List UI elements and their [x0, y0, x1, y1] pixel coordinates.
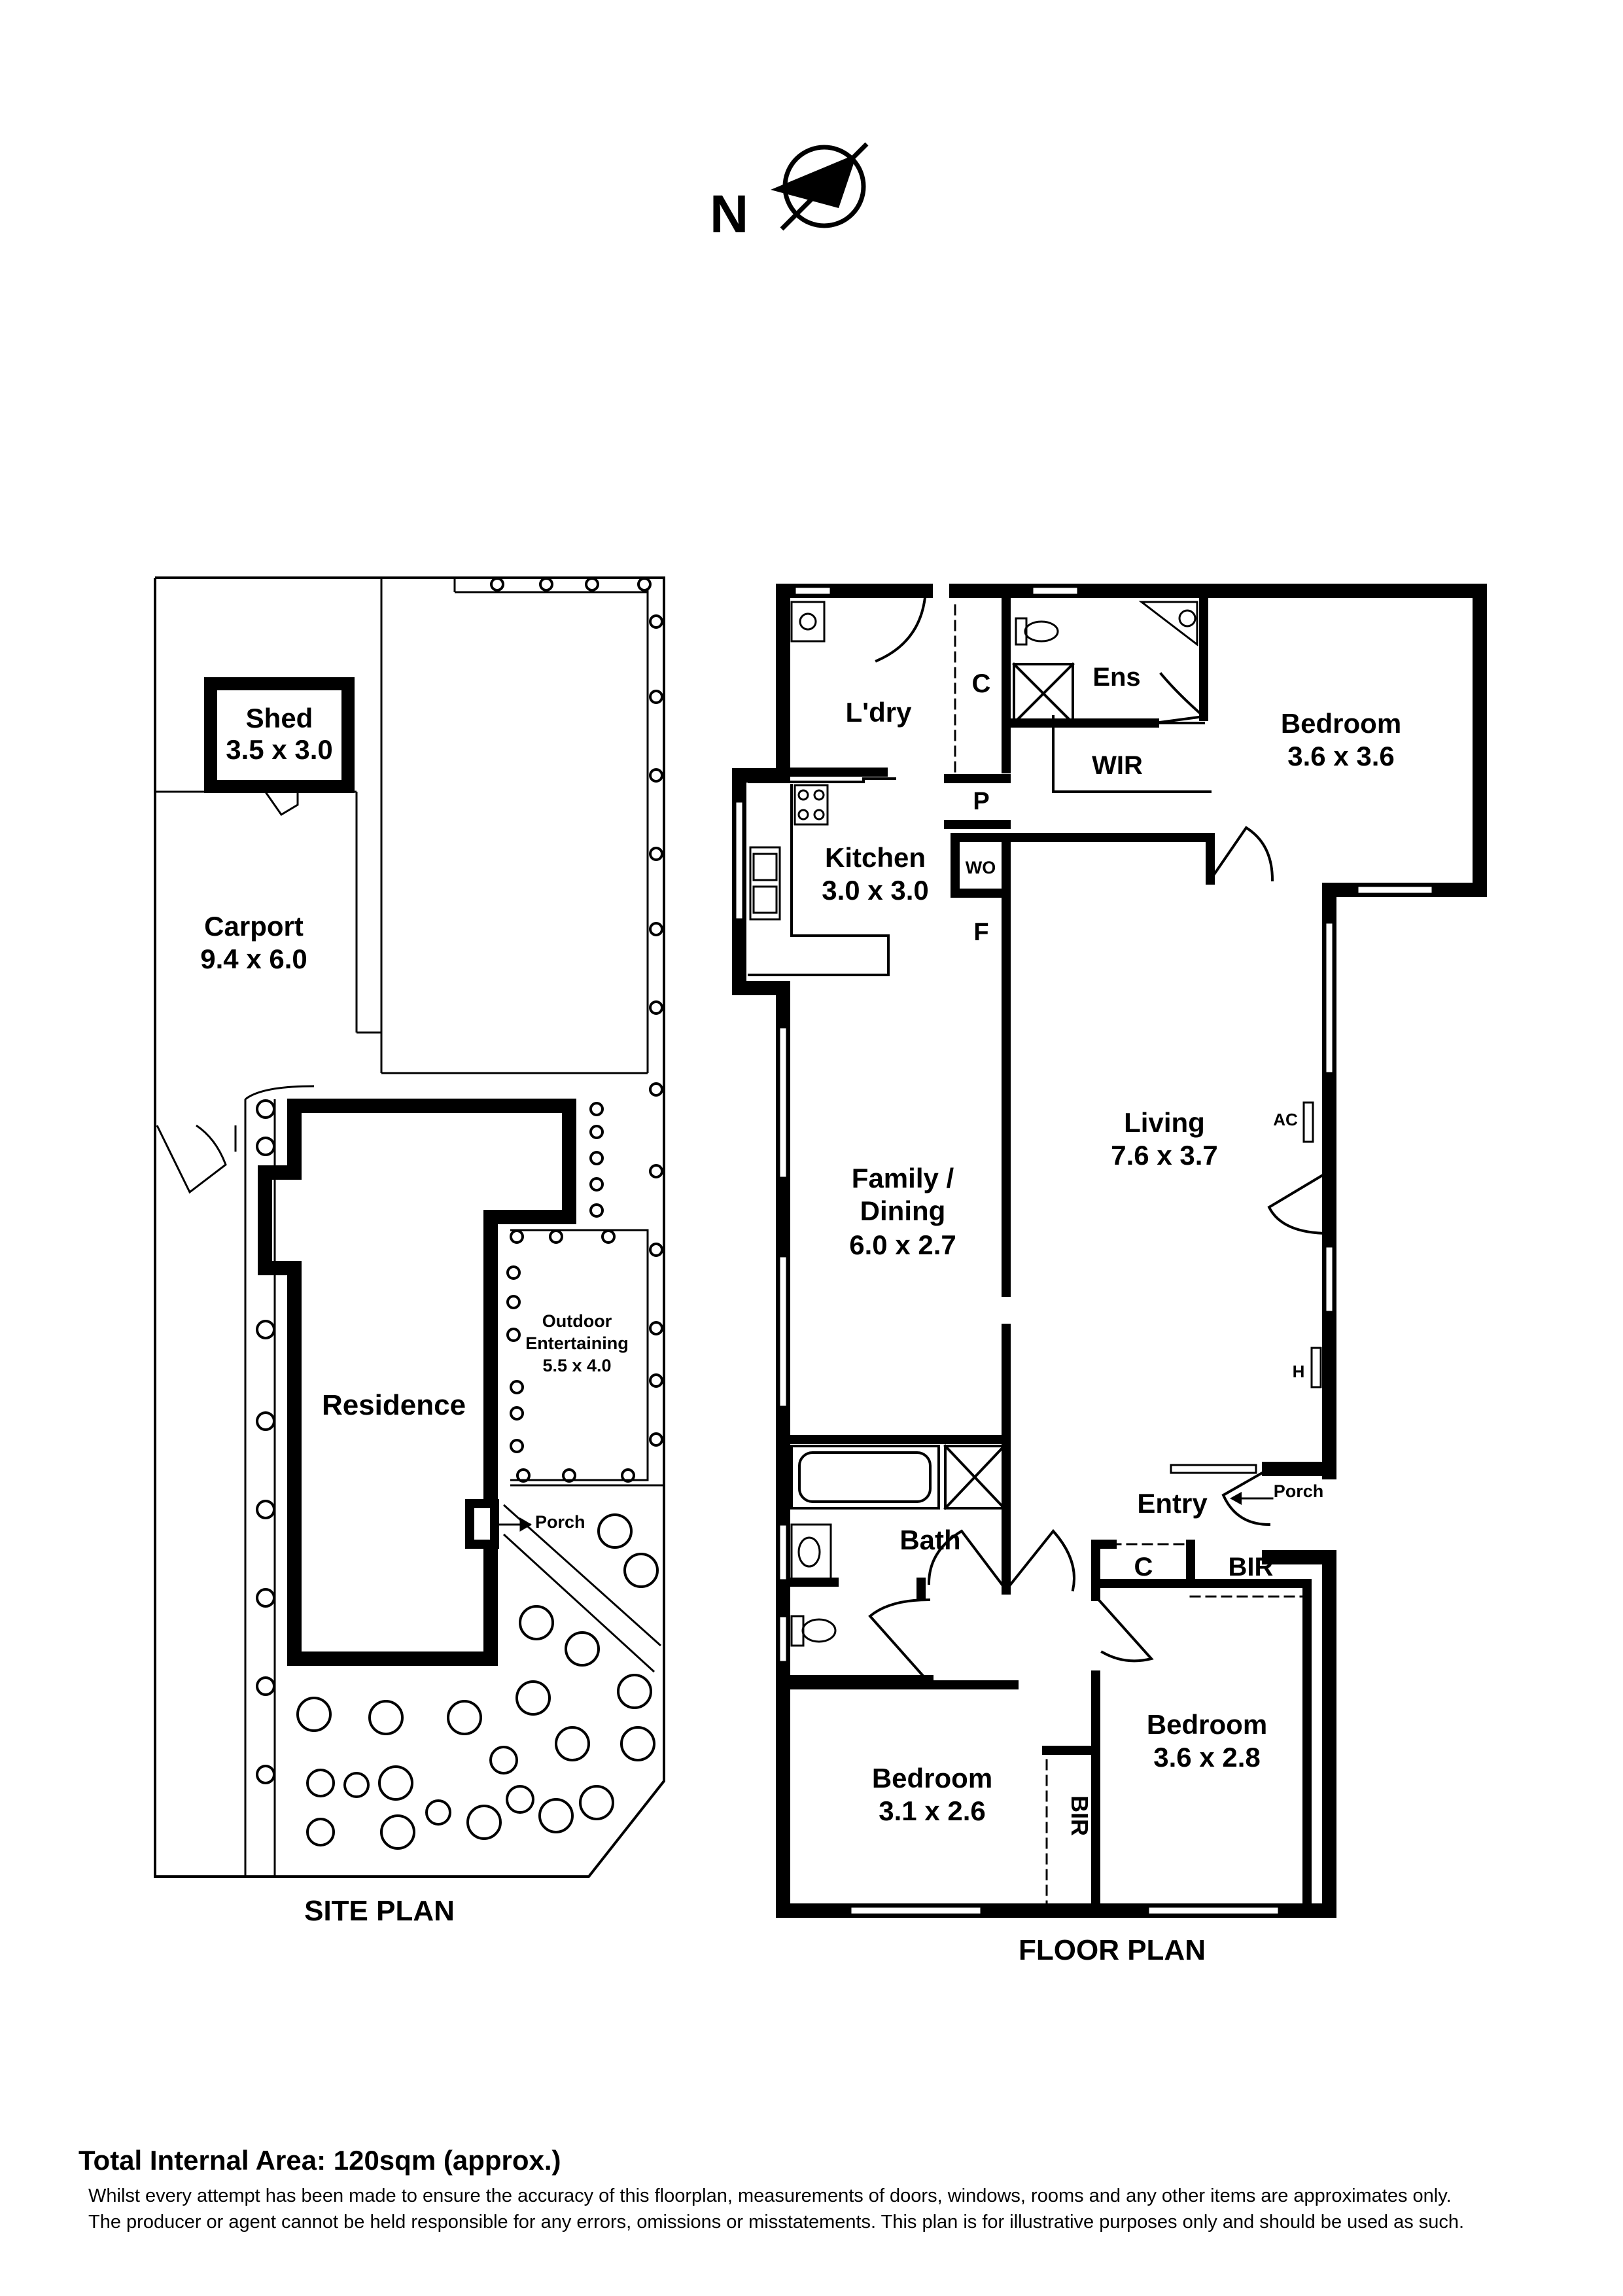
ensuite-toilet-icon: [1015, 617, 1059, 646]
north-arrow-icon: [771, 154, 857, 208]
kitchen-sink-icon: [749, 846, 781, 921]
bath-toilet-icon: [790, 1615, 837, 1647]
wir-label: WIR: [1092, 751, 1143, 780]
family-dining-label-2: Dining: [860, 1195, 946, 1226]
carport-dims: 9.4 x 6.0: [200, 944, 307, 974]
bedroom-2-label: Bedroom: [1147, 1709, 1267, 1740]
floor-plan: [732, 584, 1487, 1918]
ensuite-shower-icon: [1012, 662, 1075, 725]
air-con-icon: [1302, 1101, 1314, 1143]
bathtub-icon: [790, 1445, 940, 1510]
total-area: Total Internal Area: 120sqm (approx.): [79, 2145, 561, 2176]
ensuite-label: Ens: [1092, 663, 1140, 692]
residence-outline: [258, 1099, 576, 1666]
linen-cupboard-label: C: [1134, 1553, 1153, 1581]
main-bedroom-label: Bedroom: [1281, 708, 1401, 739]
outdoor-label-2: Entertaining: [525, 1333, 629, 1353]
site-plan: [154, 576, 665, 1878]
floor-plan-title: FLOOR PLAN: [1019, 1934, 1206, 1966]
bath-basin-icon: [790, 1523, 832, 1581]
site-plan-labels: Shed 3.5 x 3.0 Carport 9.4 x 6.0 Residen…: [200, 703, 628, 1927]
kitchen-dims: 3.0 x 3.0: [822, 875, 928, 906]
family-dining-dims: 6.0 x 2.7: [849, 1229, 956, 1260]
outdoor-label-1: Outdoor: [542, 1311, 612, 1331]
bedroom-3-dims: 3.1 x 2.6: [879, 1795, 985, 1826]
kitchen-label: Kitchen: [825, 842, 926, 873]
ensuite-basin-icon: [1138, 601, 1198, 647]
shed-label: Shed: [246, 703, 313, 733]
bedroom-3-label: Bedroom: [872, 1763, 992, 1793]
main-bedroom-dims: 3.6 x 3.6: [1287, 741, 1394, 771]
door-swings: [868, 590, 1331, 1677]
shed-outline: [204, 677, 355, 793]
residence-label: Residence: [322, 1389, 466, 1421]
shrub-icon: [256, 1099, 659, 1850]
site-porch-label: Porch: [535, 1512, 585, 1532]
bath-label: Bath: [899, 1525, 960, 1555]
compass: N: [710, 142, 869, 244]
laundry-cupboard-label: C: [972, 669, 991, 698]
north-label: N: [710, 185, 748, 244]
windows: [734, 586, 1434, 1916]
wall-oven-label: WO: [966, 858, 996, 877]
heater-label: H: [1293, 1362, 1305, 1381]
bath-shower-icon: [943, 1444, 1006, 1510]
disclaimer-line-1: Whilst every attempt has been made to en…: [88, 2185, 1452, 2206]
hall-bir-label: BIR: [1229, 1553, 1274, 1581]
floor-plan-labels: L'dry C Ens WIR Bedroom 3.6 x 3.6 P WO F…: [822, 663, 1401, 1966]
shed-dims: 3.5 x 3.0: [226, 734, 332, 765]
heater-icon: [1310, 1347, 1322, 1388]
air-con-label: AC: [1273, 1110, 1298, 1129]
laundry-label: L'dry: [845, 697, 912, 728]
living-label: Living: [1124, 1107, 1205, 1138]
fridge-label: F: [973, 919, 988, 946]
tree-icon: [490, 577, 663, 1483]
disclaimer-line-2: The producer or agent cannot be held res…: [88, 2212, 1465, 2233]
family-dining-label-1: Family /: [852, 1163, 954, 1193]
site-trees: [256, 577, 663, 1850]
carport-label: Carport: [204, 911, 304, 942]
bedroom-2-dims: 3.6 x 2.8: [1153, 1742, 1260, 1773]
pantry-label: P: [973, 788, 989, 815]
entry-label: Entry: [1137, 1488, 1208, 1519]
outdoor-dims: 5.5 x 4.0: [542, 1356, 611, 1375]
laundry-trough-icon: [790, 601, 826, 643]
site-boundary: [154, 576, 665, 1878]
cooktop-icon: [794, 784, 829, 826]
bedroom-3-bir-label: BIR: [1066, 1795, 1093, 1836]
front-porch-label: Porch: [1274, 1481, 1324, 1501]
kitchen-bench: [748, 777, 896, 783]
living-dims: 7.6 x 3.7: [1111, 1140, 1217, 1171]
site-plan-title: SITE PLAN: [304, 1895, 455, 1927]
